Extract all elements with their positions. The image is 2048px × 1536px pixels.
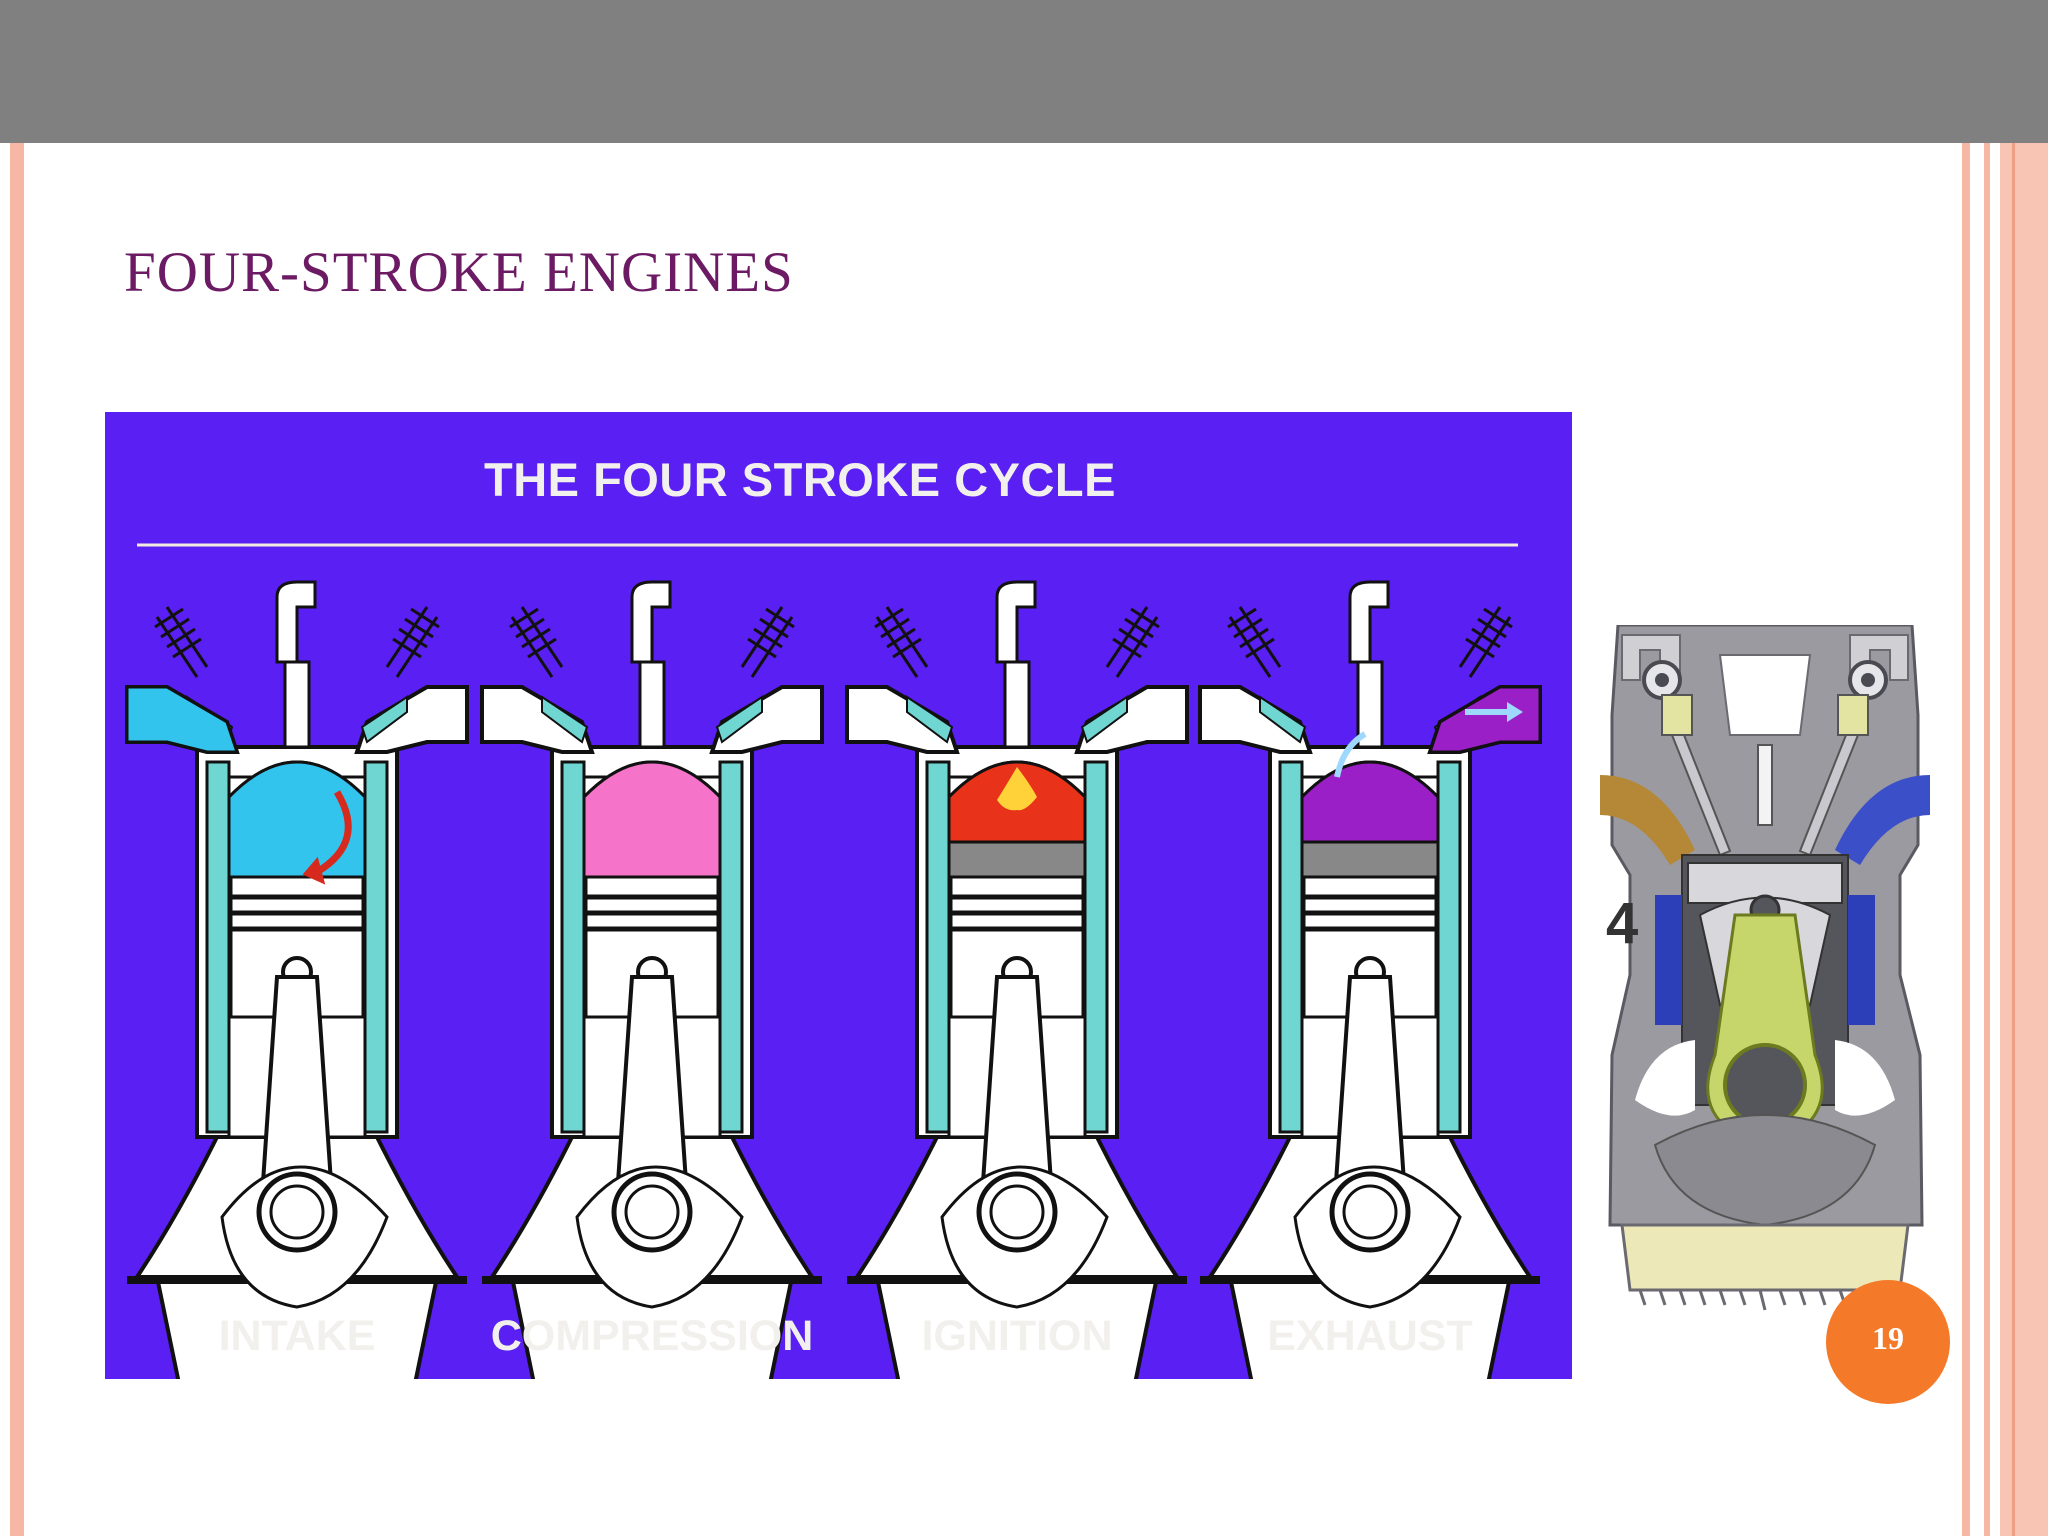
cycle-heading: THE FOUR STROKE CYCLE bbox=[484, 453, 1116, 506]
intake-port-flow bbox=[125, 685, 240, 754]
page-number-badge: 19 bbox=[1826, 1280, 1950, 1404]
intake-chamber bbox=[227, 760, 367, 879]
engine-step-number: 4 bbox=[1606, 891, 1639, 956]
top-band bbox=[0, 0, 2048, 143]
stroke-label-exhaust: EXHAUST bbox=[1267, 1312, 1473, 1360]
compression-chamber bbox=[582, 760, 722, 879]
page-number: 19 bbox=[1872, 1320, 1904, 1356]
stroke-label-intake: INTAKE bbox=[218, 1312, 376, 1360]
stroke-label-ignition: IGNITION bbox=[921, 1312, 1113, 1360]
ignition-flame bbox=[997, 767, 1037, 811]
right-accent-stripe bbox=[2000, 143, 2048, 1536]
right-accent-stripe bbox=[2012, 143, 2015, 1536]
right-accent-stripe bbox=[1962, 143, 1970, 1536]
intake-arrow bbox=[315, 790, 352, 876]
four-stroke-cycle-diagram: THE FOUR STROKE CYCLE INTAKE COMPRESSION… bbox=[105, 412, 1572, 1379]
left-accent-stripe bbox=[10, 143, 24, 1536]
cycle-illustration bbox=[105, 412, 1572, 1379]
stroke-label-compression: COMPRESSION bbox=[490, 1312, 814, 1360]
right-accent-stripe bbox=[1984, 143, 1990, 1536]
engine-cutaway-image bbox=[1600, 625, 1930, 1311]
exhaust-chamber bbox=[1300, 760, 1440, 844]
exhaust-port-flow bbox=[1427, 685, 1542, 754]
slide-title: FOUR-STROKE ENGINES bbox=[124, 241, 794, 304]
